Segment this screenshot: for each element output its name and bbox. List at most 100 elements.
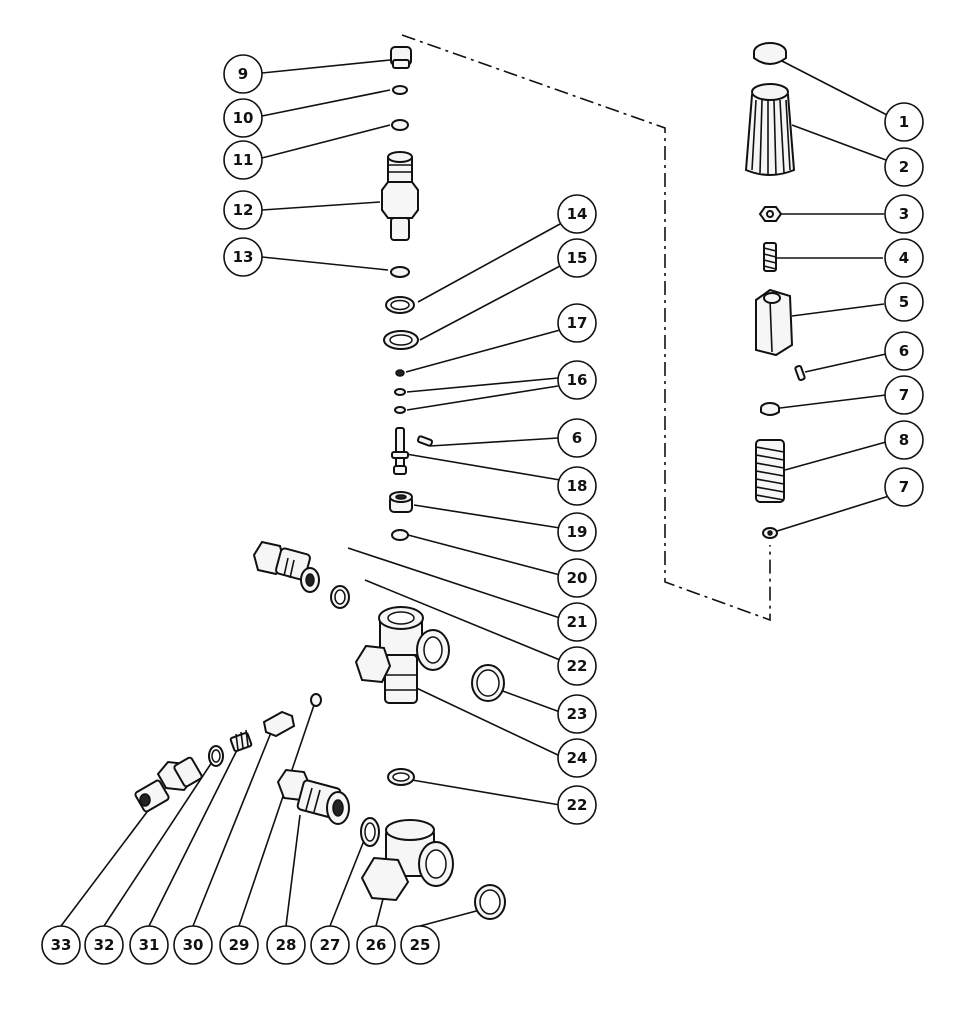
svg-text:29: 29 [229,936,250,954]
callout-14: 14 [557,194,597,234]
part-28-banjo-bolt [276,768,350,825]
svg-text:15: 15 [567,249,588,267]
callout-24: 24 [557,738,597,778]
part-8-spring [755,439,785,503]
callout-7-upper: 7 [884,375,924,415]
callout-1: 1 [884,102,924,142]
svg-text:13: 13 [233,248,254,266]
part-11-oring [391,119,409,131]
svg-text:14: 14 [567,205,588,223]
callout-25: 25 [400,925,440,965]
svg-text:7: 7 [899,386,909,404]
callout-5: 5 [884,282,924,322]
part-7-washer-lower [762,527,778,539]
callout-31: 31 [129,925,169,965]
callout-22-lower: 22 [557,785,597,825]
assembly-dashed-path [401,34,771,622]
part-22-washer-upper [330,585,350,609]
callout-30: 30 [173,925,213,965]
callout-9: 9 [223,54,263,94]
svg-text:2: 2 [899,158,909,176]
svg-text:6: 6 [899,342,909,360]
callout-27: 27 [310,925,350,965]
svg-text:20: 20 [567,569,588,587]
part-31-spring [229,729,253,753]
svg-text:33: 33 [51,936,72,954]
svg-text:5: 5 [899,293,909,311]
callout-3: 3 [884,194,924,234]
callout-10: 10 [223,98,263,138]
svg-text:28: 28 [276,936,297,954]
callout-28: 28 [266,925,306,965]
callout-6-center: 6 [557,418,597,458]
svg-text:18: 18 [567,477,588,495]
part-5-housing [755,288,794,357]
svg-text:22: 22 [567,657,588,675]
callout-20: 20 [557,558,597,598]
part-15-seal [383,330,419,350]
callout-33: 33 [41,925,81,965]
svg-text:21: 21 [567,613,588,631]
callout-17: 17 [557,303,597,343]
svg-text:10: 10 [233,109,254,127]
part-1-cap [753,42,787,65]
svg-text:16: 16 [567,371,588,389]
part-20-oring [391,529,409,541]
callout-7-lower: 7 [884,467,924,507]
part-33-fitting [134,756,203,813]
part-9-cap [390,46,412,69]
svg-text:22: 22 [567,796,588,814]
part-16-orings [394,388,406,414]
part-24-tee-body [354,606,450,704]
part-30-valve-plug [262,710,296,738]
callout-19: 19 [557,512,597,552]
part-32-oring [208,745,224,767]
part-17-oring [395,369,405,377]
callout-21: 21 [557,602,597,642]
part-6-pin-right [794,364,806,382]
part-27-oring [360,817,380,847]
callout-12: 12 [223,190,263,230]
part-25-oring [474,884,506,920]
callout-2: 2 [884,147,924,187]
callout-15: 15 [557,238,597,278]
svg-text:26: 26 [366,936,387,954]
part-7-washer-upper [760,402,780,416]
svg-text:19: 19 [567,523,588,541]
callout-16: 16 [557,360,597,400]
part-3-nut [758,206,783,222]
callout-32: 32 [84,925,124,965]
callout-13: 13 [223,237,263,277]
part-10-oring [392,85,408,95]
part-14-seal [385,296,415,314]
svg-text:25: 25 [410,936,431,954]
callout-4: 4 [884,238,924,278]
part-18-stem [391,427,409,475]
part-4-spring [763,242,777,272]
svg-text:7: 7 [899,478,909,496]
part-6-pin-center [416,435,434,447]
svg-text:1: 1 [899,113,909,131]
part-22-washer-lower [387,768,415,786]
part-29-ball [310,693,322,707]
svg-text:30: 30 [183,936,204,954]
callout-26: 26 [356,925,396,965]
svg-text:4: 4 [899,249,909,267]
svg-text:8: 8 [899,431,909,449]
callout-11: 11 [223,140,263,180]
part-26-tee-body [360,819,454,902]
callout-22-upper: 22 [557,646,597,686]
part-2-knob [744,83,796,176]
part-21-banjo-bolt [252,540,320,593]
svg-text:3: 3 [899,205,909,223]
svg-text:27: 27 [320,936,341,954]
callout-6-right: 6 [884,331,924,371]
svg-text:23: 23 [567,705,588,723]
part-13-oring [390,266,410,278]
svg-text:17: 17 [567,314,588,332]
svg-text:24: 24 [567,749,588,767]
callout-23: 23 [557,694,597,734]
svg-text:32: 32 [94,936,115,954]
